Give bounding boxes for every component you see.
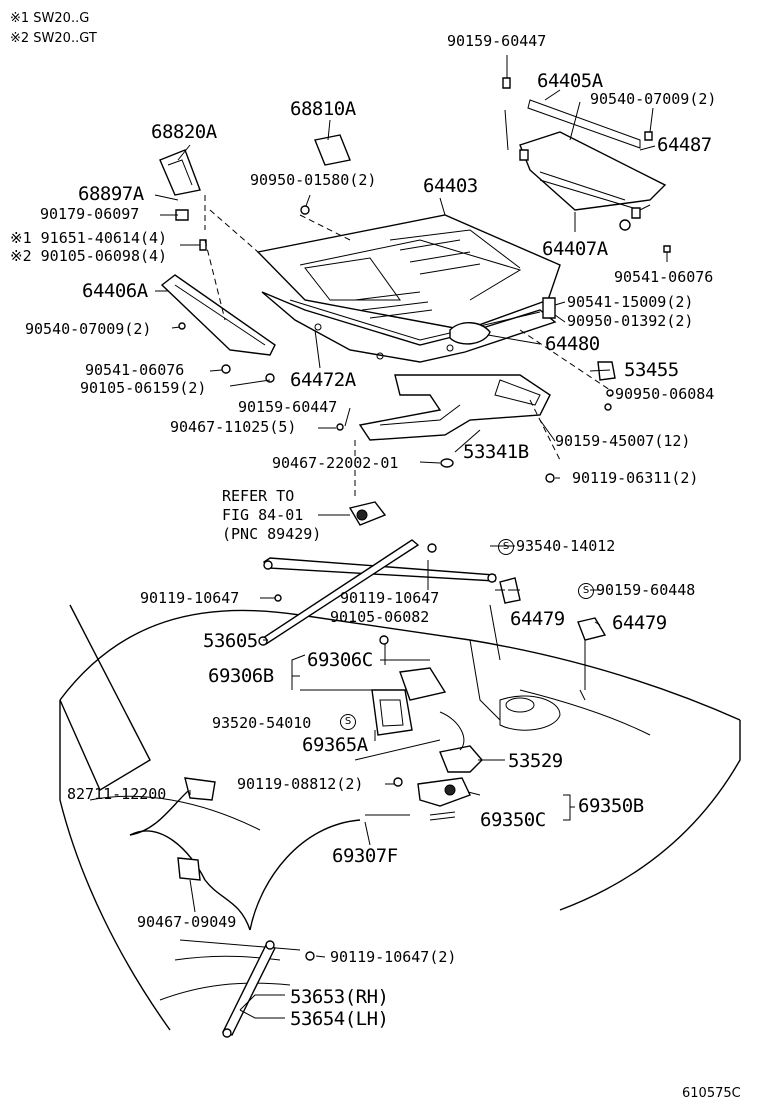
part-label: 64472A: [290, 369, 356, 391]
lower-support-rod: [222, 940, 315, 1038]
part-label: 90119-10647: [140, 589, 240, 607]
part-label: ※1 91651-40614(4): [10, 229, 168, 247]
part-label: 90950-01580(2): [250, 171, 377, 189]
part-label: 69350C: [480, 809, 546, 831]
part-label: 90541-15009(2): [567, 293, 694, 311]
part-label: 69350B: [578, 795, 644, 817]
lock-cylinder: [348, 440, 387, 526]
part-label: 90540-07009(2): [590, 90, 717, 108]
part-label: 53605: [203, 630, 258, 652]
part-label: 64480: [545, 333, 600, 355]
part-label: 69306C: [307, 649, 373, 671]
part-label: 90159-60448: [596, 581, 696, 599]
part-label: 90119-10647: [340, 589, 440, 607]
part-label: 68897A: [78, 183, 144, 205]
part-label: 68810A: [290, 98, 356, 120]
part-label: 90119-06311(2): [572, 469, 699, 487]
part-label: 82711-12200: [67, 785, 167, 803]
s-mark-icon: S: [498, 539, 514, 555]
part-label: 90119-10647(2): [330, 948, 457, 966]
part-label: 90950-01392(2): [567, 312, 694, 330]
part-label: 69307F: [332, 845, 398, 867]
part-label: 53341B: [463, 441, 529, 463]
part-label: 90105-06082: [330, 608, 430, 626]
car-body-outline: [59, 604, 741, 1031]
part-label: 90467-22002-01: [272, 454, 399, 472]
part-label: 53529: [508, 750, 563, 772]
part-label: 90179-06097: [40, 205, 140, 223]
part-label: 90119-08812(2): [237, 775, 364, 793]
figure-code: 610575C: [682, 1086, 741, 1101]
cowl-cover: [204, 239, 616, 483]
s-mark-icon: S: [578, 583, 594, 599]
part-label: 64479: [612, 612, 667, 634]
part-label: 93520-54010: [212, 714, 312, 732]
leader-lines: [154, 55, 668, 1019]
part-label: 64487: [657, 134, 712, 156]
hood-hinge: [159, 134, 351, 253]
part-label: 69306B: [208, 665, 274, 687]
part-label: 53455: [624, 359, 679, 381]
refer-note: REFER TO: [222, 487, 295, 505]
hood-support-rods: [258, 539, 497, 646]
part-label: 53654(LH): [290, 1008, 389, 1030]
part-label: 64406A: [82, 280, 148, 302]
part-label: 90467-09049: [137, 913, 237, 931]
part-label: 69365A: [302, 734, 368, 756]
hood-frame: [261, 291, 557, 363]
note-sw20-gt: ※2 SW20..GT: [10, 31, 97, 46]
latch-assembly: [354, 635, 483, 821]
part-label: 90541-06076: [614, 268, 714, 286]
luggage-lid: [502, 77, 671, 253]
note-sw20-g: ※1 SW20..G: [10, 11, 90, 26]
part-label: 64403: [423, 175, 478, 197]
part-label: ※2 90105-06098(4): [10, 247, 168, 265]
part-label: 64479: [510, 608, 565, 630]
part-label: 68820A: [151, 121, 217, 143]
part-label: 93540-14012: [516, 537, 616, 555]
side-trim: [160, 274, 276, 374]
part-label: 90540-07009(2): [25, 320, 152, 338]
part-label: 90105-06159(2): [80, 379, 207, 397]
part-label: 90541-06076: [85, 361, 185, 379]
part-label: 90159-60447: [238, 398, 338, 416]
refer-note: FIG 84-01: [222, 506, 304, 524]
refer-note: (PNC 89429): [222, 525, 322, 543]
s-mark-icon: S: [340, 714, 356, 730]
part-label: 90159-60447: [447, 32, 547, 50]
part-label: 90159-45007(12): [555, 432, 691, 450]
release-cable: [129, 777, 410, 931]
part-label: 64405A: [537, 70, 603, 92]
part-label: 64407A: [542, 238, 608, 260]
part-label: 53653(RH): [290, 986, 389, 1008]
part-label: 90467-11025(5): [170, 418, 297, 436]
engine-hood-panel: [256, 214, 561, 331]
part-label: 90950-06084: [615, 385, 715, 403]
